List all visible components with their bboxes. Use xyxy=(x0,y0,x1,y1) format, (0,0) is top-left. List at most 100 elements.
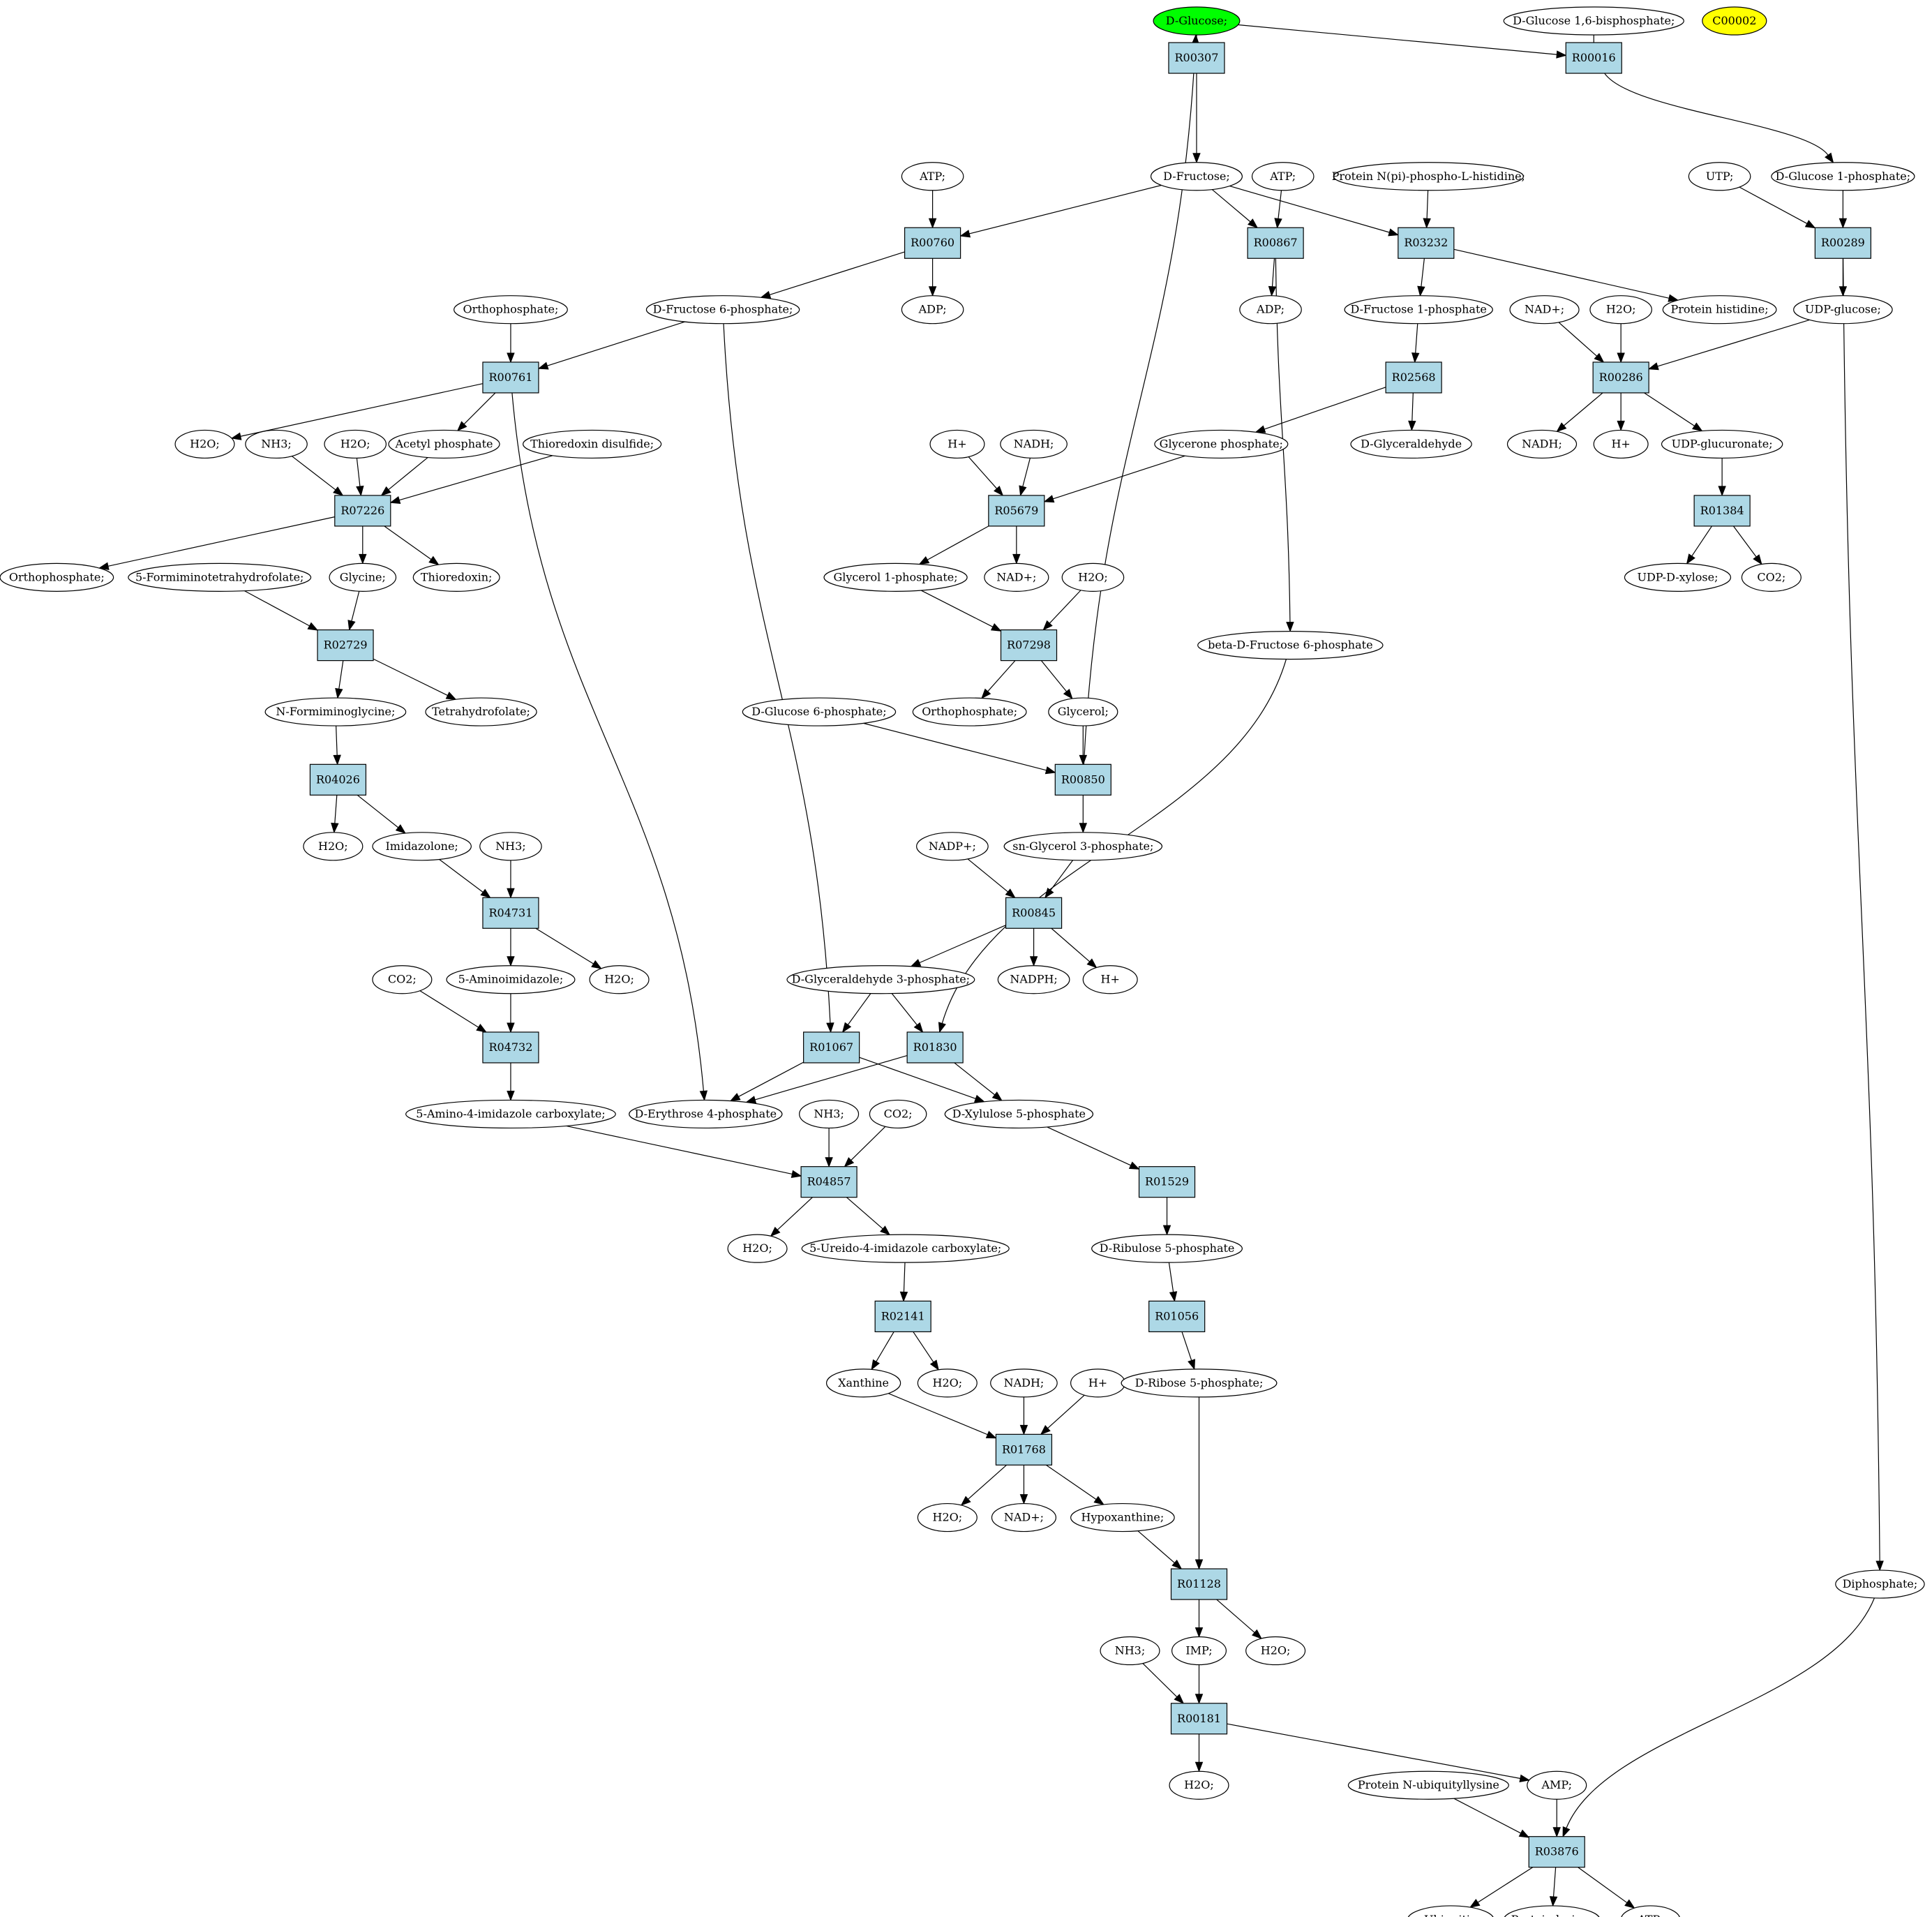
compound-node: D-Glucose 1-phosphate; xyxy=(1771,162,1915,191)
arrowhead xyxy=(1549,1896,1558,1907)
compound-ellipse xyxy=(1835,1569,1925,1599)
reaction-edge xyxy=(1686,525,1712,565)
compound-ellipse xyxy=(901,295,964,325)
edge-line xyxy=(1421,258,1425,288)
arrowhead xyxy=(1019,485,1027,497)
reaction-edge xyxy=(1229,185,1400,237)
arrowhead xyxy=(791,1170,802,1178)
compound-ellipse xyxy=(303,832,364,861)
reaction-edge xyxy=(920,590,1002,632)
reaction-edge xyxy=(1195,1396,1204,1570)
edge-line xyxy=(1211,189,1251,223)
arrowhead xyxy=(1019,1494,1028,1505)
arrowhead xyxy=(1192,153,1201,164)
reaction-box xyxy=(482,361,539,394)
compound-ellipse xyxy=(825,1368,901,1398)
reaction-edge xyxy=(1019,458,1031,497)
compound-ellipse xyxy=(1070,1502,1175,1532)
node-label: Ubiquitin xyxy=(1424,1913,1477,1917)
edge-line xyxy=(1050,860,1074,891)
arrowhead xyxy=(347,620,356,631)
arrowhead xyxy=(1556,50,1567,59)
edge-line xyxy=(754,1055,908,1101)
compound-node: D-Xylulose 5-phosphate xyxy=(944,1099,1094,1129)
arrowhead xyxy=(1825,152,1834,164)
edge-line xyxy=(954,1062,996,1096)
reaction-edge xyxy=(380,457,428,496)
compound-node: D-Glucose 1,6-bisphosphate; xyxy=(1503,6,1684,36)
compound-ellipse xyxy=(264,697,407,726)
arrowhead xyxy=(825,1157,833,1168)
compound-ellipse xyxy=(1344,295,1493,325)
compound-node: H2O; xyxy=(727,1234,788,1263)
arrowhead xyxy=(1251,1629,1262,1639)
arrowhead xyxy=(333,486,344,496)
node-label: Protein histidine; xyxy=(1671,303,1769,316)
reaction-edge xyxy=(244,590,319,631)
reaction-edge xyxy=(723,323,834,1034)
compound-ellipse xyxy=(1000,429,1068,459)
node-label: UDP-D-xylose; xyxy=(1637,570,1718,583)
compound-node: ATP; xyxy=(901,162,964,191)
arrowhead xyxy=(1195,1761,1204,1773)
arrowhead xyxy=(1044,766,1056,775)
arrowhead xyxy=(1019,1424,1028,1435)
arrowhead xyxy=(380,486,391,496)
compound-ellipse xyxy=(1688,162,1751,191)
edge-line xyxy=(1732,525,1757,558)
arrowhead xyxy=(1562,1826,1571,1838)
arrowhead xyxy=(98,562,110,570)
node-label: R04732 xyxy=(488,1040,532,1054)
reaction-node: R04732 xyxy=(482,1031,539,1064)
node-label: UDP-glucose; xyxy=(1805,303,1881,316)
node-label: IMP; xyxy=(1185,1644,1212,1657)
arrowhead xyxy=(1686,553,1695,565)
arrowhead xyxy=(1617,352,1625,364)
arrowhead xyxy=(1063,688,1073,700)
arrowhead xyxy=(1408,420,1416,431)
compound-node: D-Fructose 1-phosphate xyxy=(1344,295,1493,325)
node-label: R02568 xyxy=(1392,371,1436,384)
edge-line xyxy=(1238,24,1557,55)
edge-line xyxy=(1604,73,1829,156)
edge-line xyxy=(1644,392,1695,426)
compound-node: D-Glyceraldehyde 3-phosphate; xyxy=(786,965,975,994)
reaction-node: R07298 xyxy=(1000,629,1058,662)
compound-node: D-Fructose; xyxy=(1150,162,1243,191)
compound-ellipse xyxy=(1048,697,1118,726)
compound-ellipse xyxy=(1509,295,1580,325)
node-label: sn-Glycerol 3-phosphate; xyxy=(1012,840,1153,853)
node-label: Acetyl phosphate xyxy=(394,437,493,450)
reaction-edge xyxy=(1453,248,1679,302)
arrowhead xyxy=(1411,352,1420,364)
arrowhead xyxy=(1556,422,1567,433)
edge-line xyxy=(1137,1530,1175,1563)
reaction-edge xyxy=(888,1393,997,1439)
arrowhead xyxy=(1875,1560,1884,1572)
reaction-edge xyxy=(1195,1733,1204,1773)
compound-ellipse xyxy=(1245,1636,1306,1666)
compound-ellipse xyxy=(1347,1770,1509,1800)
reaction-node: R03232 xyxy=(1398,227,1455,259)
reaction-edge xyxy=(770,1197,813,1237)
arrowhead xyxy=(1668,294,1679,302)
arrowhead xyxy=(991,1091,1003,1101)
reaction-edge xyxy=(899,1262,908,1302)
compound-ellipse xyxy=(917,1502,978,1532)
arrowhead xyxy=(1255,425,1266,433)
compound-node: NADH; xyxy=(1506,429,1578,459)
arrowhead xyxy=(507,1090,515,1101)
node-label: ATP; xyxy=(919,170,945,183)
reaction-node: R00760 xyxy=(904,227,961,259)
edge-line xyxy=(863,722,1047,771)
compound-ellipse xyxy=(425,697,537,726)
arrowhead xyxy=(1012,553,1021,565)
compound-ellipse xyxy=(1504,1905,1600,1917)
reaction-edge xyxy=(1617,323,1625,364)
reaction-edge xyxy=(1047,1126,1140,1170)
reaction-edge xyxy=(1647,319,1810,371)
compound-ellipse xyxy=(388,429,500,459)
edge-line xyxy=(1691,525,1712,557)
arrowhead xyxy=(1594,352,1605,363)
reaction-edge xyxy=(1556,392,1603,433)
